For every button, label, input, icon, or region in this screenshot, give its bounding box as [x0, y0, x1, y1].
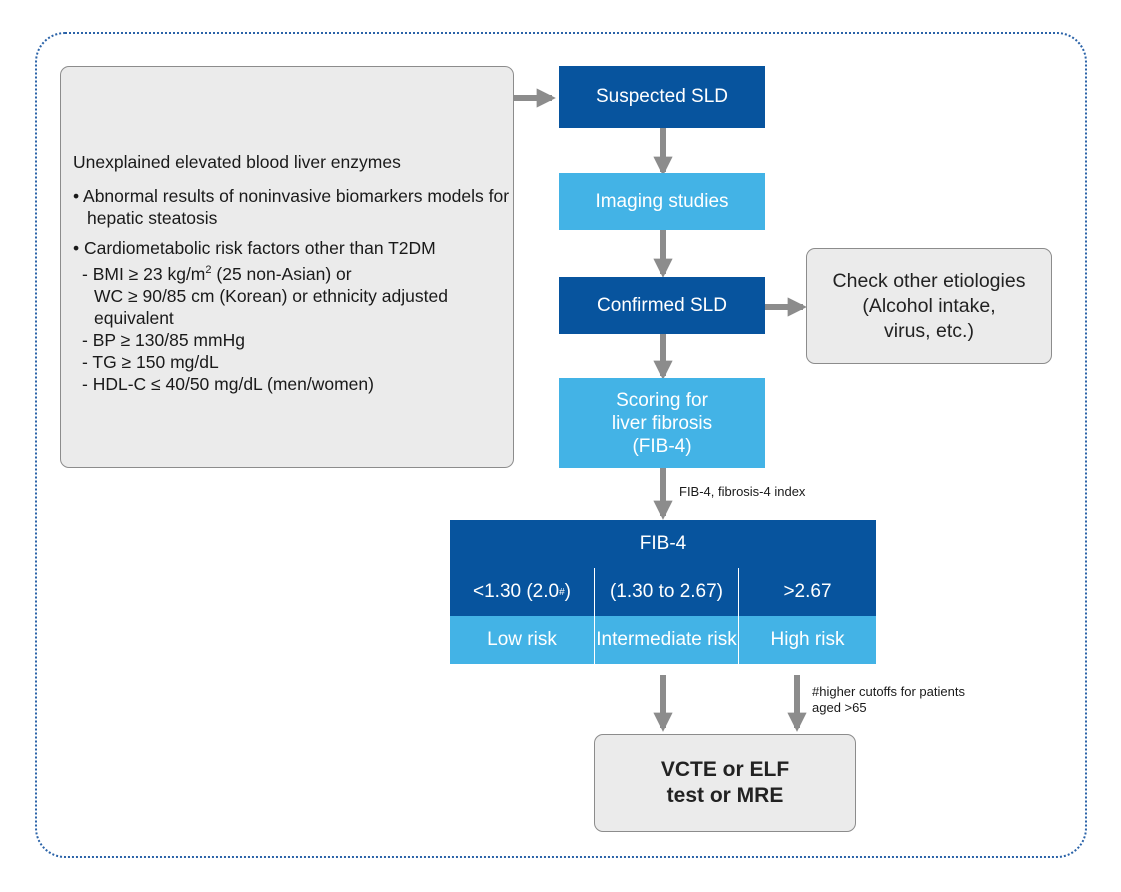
- scoring-fib4-box: Scoring for liver fibrosis (FIB-4): [559, 378, 765, 468]
- fib4-abbreviation-note: FIB-4, fibrosis-4 index: [679, 484, 806, 499]
- fib4-table: FIB-4 <1.30 (2.0#) (1.30 to 2.67) >2.67 …: [450, 520, 876, 664]
- fib4-risk-intermediate: Intermediate risk: [594, 616, 738, 664]
- fib4-risk-low: Low risk: [450, 616, 594, 664]
- criteria-sub-tg: - TG ≥ 150 mg/dL: [82, 351, 219, 372]
- criteria-sub-bp: - BP ≥ 130/85 mmHg: [82, 329, 245, 350]
- fib4-risk-high: High risk: [738, 616, 876, 664]
- criteria-box: Unexplained elevated blood liver enzymes…: [60, 66, 514, 468]
- criteria-bullet-biomarkers: • Abnormal results of noninvasive biomar…: [73, 186, 510, 228]
- dotted-frame: [35, 32, 1087, 858]
- confirmed-sld-box: Confirmed SLD: [559, 277, 765, 334]
- fib4-threshold-mid: (1.30 to 2.67): [594, 568, 738, 616]
- criteria-bullet-cardiometabolic: • Cardiometabolic risk factors other tha…: [73, 238, 436, 258]
- suspected-sld-box: Suspected SLD: [559, 66, 765, 128]
- fib4-threshold-high: >2.67: [738, 568, 876, 616]
- fib4-table-title: FIB-4: [450, 520, 876, 568]
- cutoff-footnote: #higher cutoffs for patients aged >65: [812, 684, 965, 715]
- criteria-main: Unexplained elevated blood liver enzymes: [73, 152, 401, 172]
- vcte-elf-mre-box: VCTE or ELF test or MRE: [594, 734, 856, 832]
- criteria-sub-bmi: - BMI ≥ 23 kg/m2 (25 non-Asian) or: [82, 263, 352, 284]
- imaging-studies-box: Imaging studies: [559, 173, 765, 230]
- criteria-sub-hdl: - HDL-C ≤ 40/50 mg/dL (men/women): [82, 373, 374, 394]
- other-etiologies-box: Check other etiologies (Alcohol intake, …: [806, 248, 1052, 364]
- fib4-threshold-low: <1.30 (2.0#): [450, 568, 594, 616]
- criteria-sub-wc: WC ≥ 90/85 cm (Korean) or ethnicity adju…: [94, 285, 448, 328]
